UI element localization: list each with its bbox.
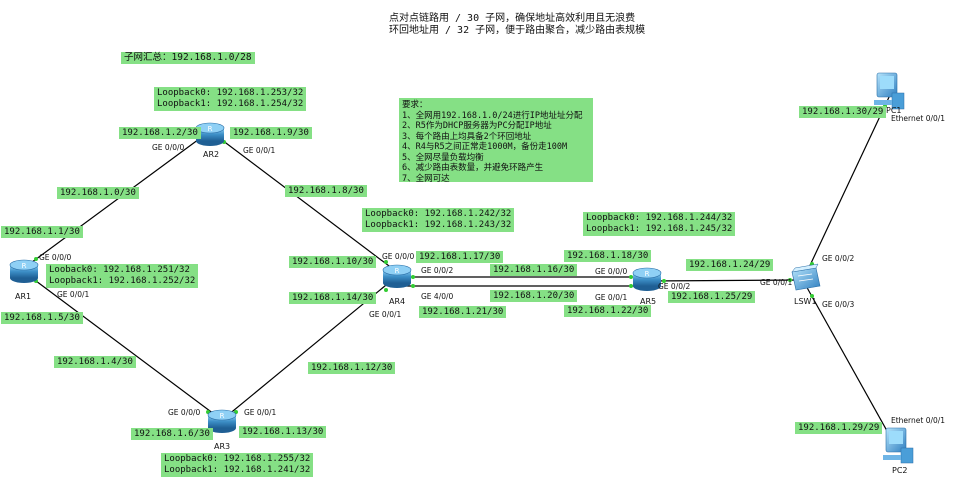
ar1-g001-address: 192.168.1.5/30	[1, 312, 83, 324]
ar1-g000-address: 192.168.1.1/30	[1, 226, 83, 238]
ar4-g000-address: 192.168.1.10/30	[289, 256, 377, 268]
ar2-g001-address: 192.168.1.9/30	[230, 127, 312, 139]
ar4-g001-address: 192.168.1.14/30	[289, 292, 377, 304]
ar2-g000-address: 192.168.1.2/30	[119, 127, 201, 139]
ar4-g400-address: 192.168.1.21/30	[419, 306, 507, 318]
ar4-g002-address: 192.168.1.17/30	[416, 251, 504, 263]
note-ptp-subnet: 点对点链路用 / 30 子网，确保地址高效利用且无浪费	[389, 13, 636, 24]
requirements-title: 要求：	[402, 100, 428, 110]
ar5-g001-address: 192.168.1.22/30	[564, 305, 652, 317]
router-ar2[interactable]: R	[195, 122, 225, 146]
pc2-iface-eth: Ethernet 0/0/1	[891, 416, 946, 425]
requirements-box: 要求： 1、全网用192.168.1.0/24进行IP地址址分配 2、R5作为D…	[399, 98, 593, 184]
router-icon: R	[220, 412, 225, 420]
link-ar5-lsw1[interactable]	[646, 279, 806, 282]
ar5-g002-address: 192.168.1.25/29	[668, 291, 756, 303]
router-ar1[interactable]: R	[9, 259, 39, 283]
ar5-iface-ge001: GE 0/0/1	[595, 293, 628, 302]
ar5-g000-address: 192.168.1.18/30	[564, 250, 652, 262]
pc1-name: PC1	[886, 106, 902, 115]
router-ar5[interactable]: R	[632, 267, 662, 291]
pc1-iface-eth: Ethernet 0/0/1	[891, 114, 946, 123]
net-ar4-ar5-primary: 192.168.1.16/30	[490, 264, 578, 276]
pc2-address: 192.168.1.29/29	[795, 422, 883, 434]
ar3-iface-right: GE 0/0/1	[244, 408, 277, 417]
router-icon: R	[22, 262, 27, 270]
ar4-name: AR4	[389, 297, 406, 306]
link-lsw1-pc2[interactable]	[804, 283, 897, 448]
net-ar3-ar4: 192.168.1.12/30	[308, 362, 396, 374]
ar2-iface-right: GE 0/0/1	[243, 146, 276, 155]
net-ar5-lsw1: 192.168.1.24/29	[686, 259, 774, 271]
router-ar4[interactable]: R	[382, 264, 412, 288]
link-ar1-ar2[interactable]	[23, 130, 211, 269]
link-ar2-ar4[interactable]	[209, 130, 398, 273]
ar3-g001-address: 192.168.1.13/30	[239, 426, 327, 438]
ar4-iface-ge002: GE 0/0/2	[421, 266, 454, 275]
ar2-iface-left: GE 0/0/0	[152, 143, 185, 152]
ar4-iface-ge400: GE 4/0/0	[421, 292, 454, 301]
pc2-name: PC2	[892, 466, 908, 475]
note-loopback-subnet: 环回地址用 / 32 子网，便于路由聚合，减少路由表规模	[389, 25, 646, 36]
ar5-loopbacks: Loopback0: 192.168.1.244/32 Loopback1: 1…	[583, 212, 736, 236]
net-ar2-ar4: 192.168.1.8/30	[285, 185, 367, 197]
ar4-loopbacks: Loopback0: 192.168.1.242/32 Loopback1: 1…	[362, 208, 515, 232]
switch-arrows-icon	[797, 273, 814, 282]
pc2-computer[interactable]	[883, 427, 914, 464]
ar3-g000-address: 192.168.1.6/30	[131, 428, 213, 440]
lsw1-name: LSW1	[794, 297, 817, 306]
ar5-iface-ge002: GE 0/0/2	[658, 282, 691, 291]
requirement-item: 7、全网可达	[402, 173, 450, 184]
switch-lsw1[interactable]	[791, 263, 821, 291]
ar1-loopbacks: Looback0: 192.168.1.251/32 Loopback1: 19…	[46, 264, 199, 288]
pc1-address: 192.168.1.30/29	[799, 106, 887, 118]
ar1-iface-top: GE 0/0/0	[39, 253, 72, 262]
ar4-iface-top: GE 0/0/0	[382, 252, 415, 261]
requirement-item: 5、全网尽量负载均衡	[402, 152, 484, 163]
ar5-iface-ge000: GE 0/0/0	[595, 267, 628, 276]
ar4-iface-bottom: GE 0/0/1	[369, 310, 402, 319]
lsw1-iface-ge002: GE 0/0/2	[822, 254, 855, 263]
router-icon: R	[395, 267, 400, 275]
subnet-summary: 子网汇总：192.168.1.0/28	[121, 52, 255, 64]
lsw1-iface-ge003: GE 0/0/3	[822, 300, 855, 309]
ar2-loopbacks: Loopback0: 192.168.1.253/32 Loopback1: 1…	[154, 87, 307, 111]
ar3-loopbacks: Loopback0: 192.168.1.255/32 Loopback1: 1…	[161, 453, 314, 477]
requirement-item: 4、R4与R5之间正常走1000M，备份走100M	[402, 142, 568, 152]
router-ar3[interactable]: R	[207, 409, 237, 433]
lsw1-iface-ge001: GE 0/0/1	[760, 278, 793, 287]
net-ar1-ar3: 192.168.1.4/30	[54, 356, 136, 368]
requirement-item: 2、R5作为DHCP服务器为PC分配IP地址	[402, 121, 552, 131]
requirement-item: 6、减少路由表数量，并避免环路产生	[402, 163, 544, 173]
pc1-computer[interactable]	[874, 72, 905, 110]
net-ar4-ar5-backup: 192.168.1.20/30	[490, 290, 578, 302]
requirement-item: 3、每个路由上均具备2个环回地址	[402, 131, 532, 142]
ar2-name: AR2	[203, 150, 220, 159]
ar1-name: AR1	[15, 292, 32, 301]
requirement-item: 1、全网用192.168.1.0/24进行IP地址址分配	[402, 110, 583, 121]
router-icon: R	[208, 125, 213, 133]
router-icon: R	[645, 270, 650, 278]
ar1-iface-bottom: GE 0/0/1	[57, 290, 90, 299]
net-ar1-ar2: 192.168.1.0/30	[57, 187, 139, 199]
ar3-iface-left: GE 0/0/0	[168, 408, 201, 417]
ar5-name: AR5	[640, 297, 657, 306]
link-ar1-ar3[interactable]	[23, 271, 223, 421]
ar3-name: AR3	[214, 442, 231, 451]
link-lsw1-pc1[interactable]	[804, 94, 891, 277]
